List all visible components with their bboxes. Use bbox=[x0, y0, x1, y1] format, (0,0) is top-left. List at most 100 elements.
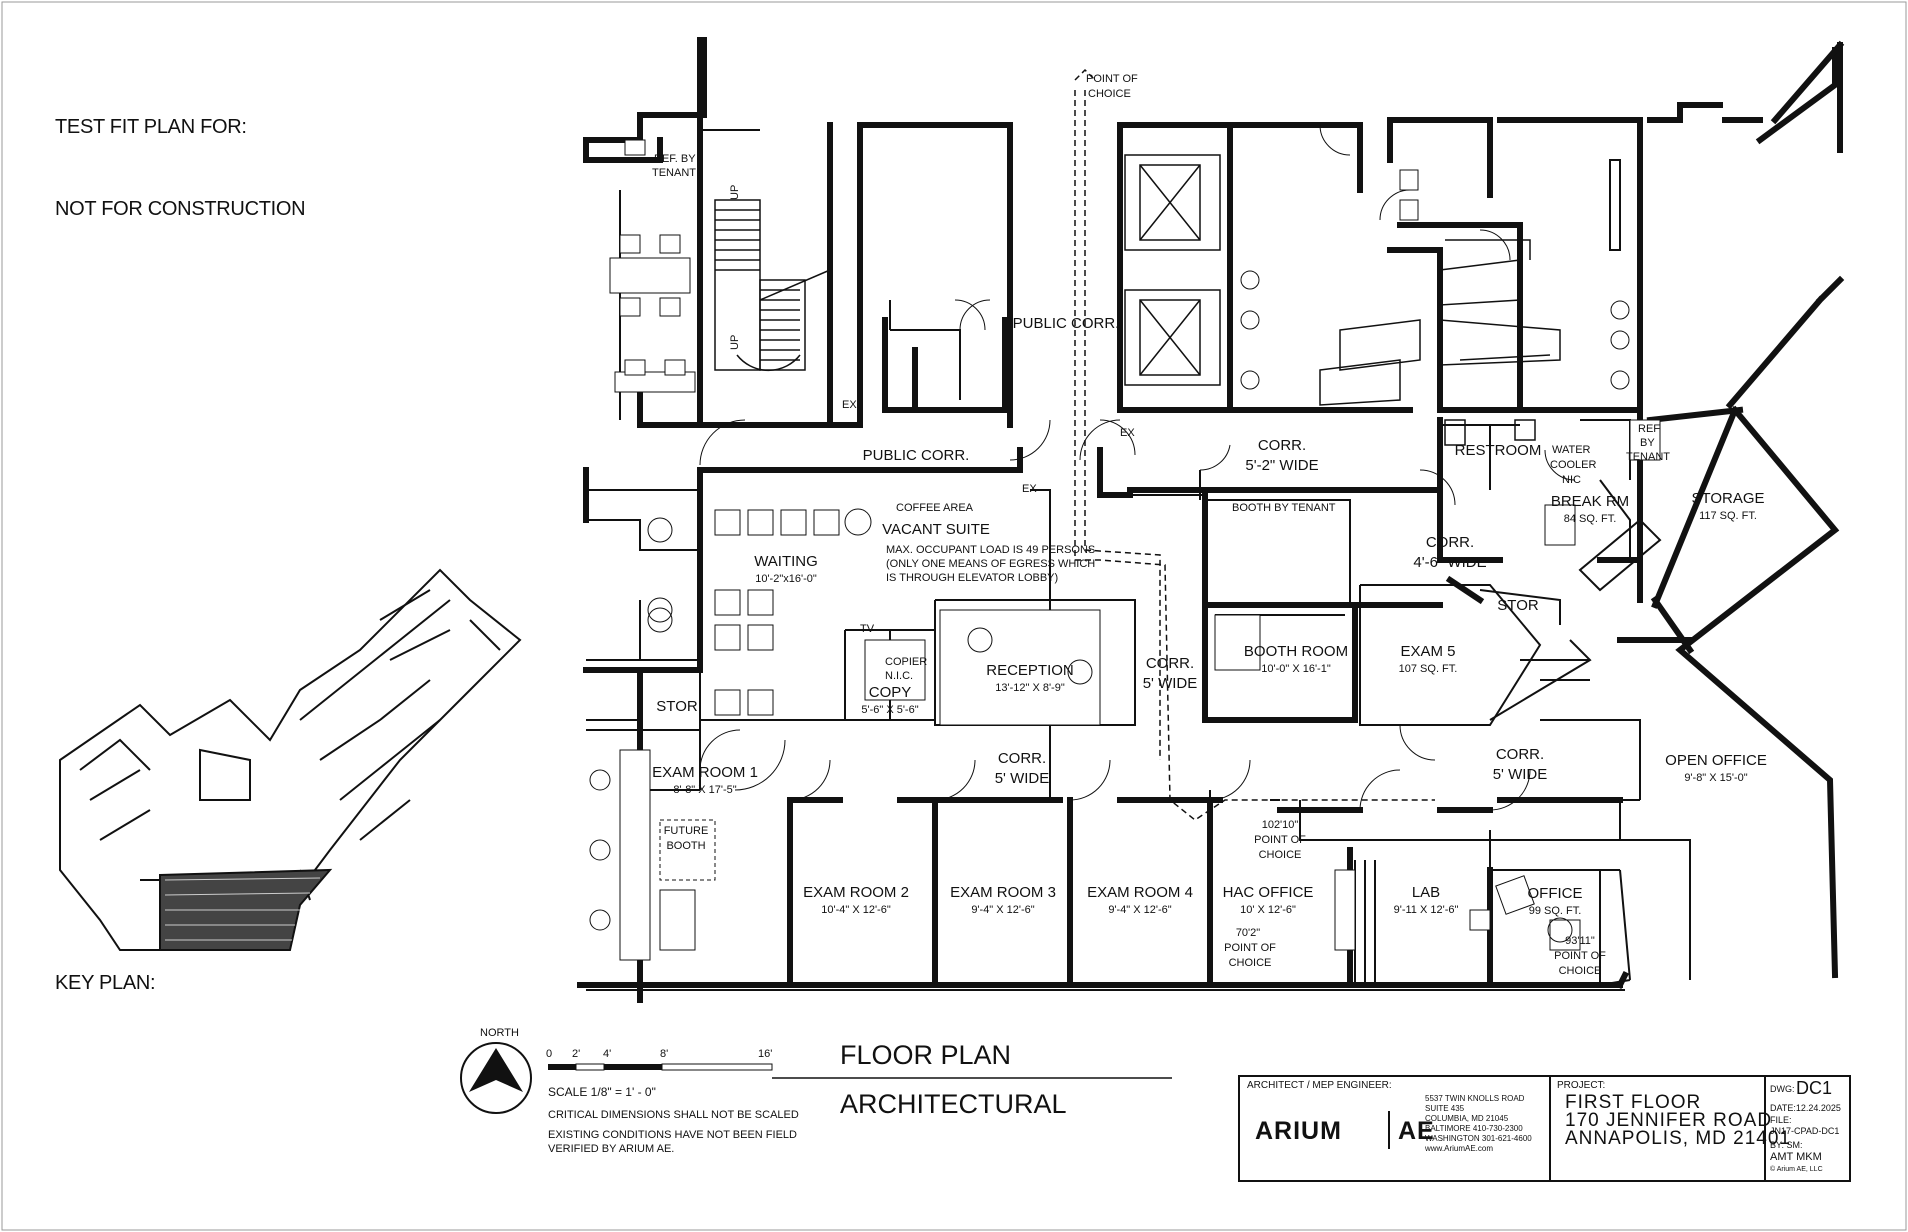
copier-label: COPIER bbox=[885, 656, 927, 668]
address-line: BALTIMORE 410-730-2300 bbox=[1425, 1124, 1523, 1133]
exam-room-1-label: EXAM ROOM 1 bbox=[652, 764, 758, 781]
corridor-dim: 5' WIDE bbox=[1493, 766, 1548, 783]
exam-room-4-dim: 9'-4" X 12'-6" bbox=[1108, 904, 1171, 916]
occupant-note: (ONLY ONE MEANS OF EGRESS WHICH bbox=[886, 558, 1095, 570]
storage-dim: 117 SQ. FT. bbox=[1699, 510, 1757, 522]
address-block: 5537 TWIN KNOLLS ROAD SUITE 435 COLUMBIA… bbox=[1425, 1094, 1532, 1154]
copyright: © Arium AE, LLC bbox=[1770, 1166, 1823, 1173]
corridor-dim: 5'-2" WIDE bbox=[1245, 457, 1318, 474]
point-of-choice-label: CHOICE bbox=[1559, 965, 1602, 977]
project-line: ANNAPOLIS, MD 21401 bbox=[1565, 1128, 1791, 1149]
test-fit-label: TEST FIT PLAN FOR: bbox=[55, 116, 247, 138]
key-plan-label: KEY PLAN: bbox=[55, 972, 156, 994]
existing-note: EXISTING CONDITIONS HAVE NOT BEEN FIELD bbox=[548, 1129, 797, 1141]
project-line: 170 JENNIFER ROAD bbox=[1565, 1110, 1773, 1131]
break-room-dim: 84 SQ. FT. bbox=[1564, 513, 1617, 525]
corridor-dim: 5' WIDE bbox=[995, 770, 1050, 787]
open-office-label: OPEN OFFICE bbox=[1665, 752, 1767, 769]
tv-label: TV bbox=[860, 623, 875, 635]
exam-room-1-dim: 8'-8" X 17'-5" bbox=[673, 784, 736, 796]
occupant-note: IS THROUGH ELEVATOR LOBBY) bbox=[886, 572, 1058, 584]
egress-path bbox=[1074, 68, 1435, 821]
address-line: WASHINGTON 301-621-4600 bbox=[1425, 1134, 1532, 1143]
exam-room-2-dim: 10'-4" X 12'-6" bbox=[821, 904, 891, 916]
scale-tick: 0 bbox=[546, 1048, 552, 1060]
vacant-suite-label: VACANT SUITE bbox=[882, 521, 990, 538]
address-line: COLUMBIA, MD 21045 bbox=[1425, 1114, 1509, 1123]
logo-divider bbox=[1388, 1111, 1390, 1149]
exam5-label: EXAM 5 bbox=[1400, 643, 1455, 660]
scale-tick: 16' bbox=[758, 1048, 772, 1060]
chairs bbox=[589, 270, 1630, 943]
scale-tick: 8' bbox=[660, 1048, 668, 1060]
water-cooler-label: COOLER bbox=[1550, 459, 1597, 471]
restroom-label: RESTROOM bbox=[1455, 442, 1542, 459]
copy-label: COPY bbox=[869, 684, 912, 701]
point-of-choice-label: CHOICE bbox=[1088, 88, 1131, 100]
corridor-dim: 4'-6" WIDE bbox=[1413, 554, 1486, 571]
stair-up-label: UP bbox=[729, 335, 741, 350]
ref-by-tenant-label: BY bbox=[1640, 437, 1655, 449]
stair-up-label: UP bbox=[729, 185, 741, 200]
hac-office-dim: 10' X 12'-6" bbox=[1240, 904, 1296, 916]
not-for-construction-label: NOT FOR CONSTRUCTION bbox=[55, 198, 306, 220]
north-label: NORTH bbox=[480, 1027, 519, 1039]
corridor-label: CORR. bbox=[1146, 655, 1194, 672]
address-line: SUITE 435 bbox=[1425, 1104, 1465, 1113]
divider bbox=[1549, 1077, 1551, 1180]
point-of-choice-label: POINT OF bbox=[1554, 950, 1606, 962]
lab-dim: 9'-11 X 12'-6" bbox=[1394, 904, 1459, 916]
by-values: AMT MKM bbox=[1770, 1151, 1822, 1163]
exam-room-3-dim: 9'-4" X 12'-6" bbox=[971, 904, 1034, 916]
point-of-choice-label: CHOICE bbox=[1229, 957, 1272, 969]
architect-label: ARCHITECT / MEP ENGINEER: bbox=[1247, 1080, 1392, 1091]
point-of-choice-label: POINT OF bbox=[1254, 834, 1306, 846]
reception-label: RECEPTION bbox=[986, 662, 1074, 679]
corridor-label: CORR. bbox=[1496, 746, 1544, 763]
exit-label: EX bbox=[1022, 483, 1037, 495]
water-cooler-label: WATER bbox=[1552, 444, 1591, 456]
public-corr-label: PUBLIC CORR. bbox=[1013, 315, 1120, 332]
copier-label: N.I.C. bbox=[885, 670, 913, 682]
file-label: FILE: bbox=[1770, 1115, 1792, 1125]
existing-note: VERIFIED BY ARIUM AE. bbox=[548, 1143, 674, 1155]
exam5-dim: 107 SQ. FT. bbox=[1399, 663, 1458, 675]
floor-plan-title: FLOOR PLAN bbox=[840, 1040, 1011, 1070]
elevators bbox=[1124, 154, 1221, 386]
ref-by-tenant-label: TENANT bbox=[652, 167, 696, 179]
title-block: ARCHITECT / MEP ENGINEER: ARIUM AE 5537 … bbox=[1238, 1075, 1851, 1182]
point-of-choice-label: 93'11" bbox=[1565, 935, 1595, 947]
stairs bbox=[714, 199, 831, 372]
corridor-dim: 5' WIDE bbox=[1143, 675, 1198, 692]
ref-by-tenant-label: REF. BY bbox=[654, 153, 696, 165]
hac-office-label: HAC OFFICE bbox=[1223, 884, 1314, 901]
office-dim: 99 SQ. FT. bbox=[1529, 905, 1582, 917]
file-name: JN17-CPAD-DC1 bbox=[1770, 1126, 1840, 1136]
room-labels: REF. BY TENANT POINT OF CHOICE PUBLIC CO… bbox=[652, 73, 1767, 977]
north-arrow: NORTH bbox=[460, 1027, 532, 1114]
ref-by-tenant-label: TENANT bbox=[1626, 451, 1670, 463]
date: DATE:12.24.2025 bbox=[1770, 1103, 1841, 1113]
booth-room-label: BOOTH ROOM bbox=[1244, 643, 1348, 660]
corridor-label: CORR. bbox=[1426, 534, 1474, 551]
point-of-choice-label: 102'10" bbox=[1262, 819, 1299, 831]
address-line: 5537 TWIN KNOLLS ROAD bbox=[1425, 1094, 1525, 1103]
point-of-choice-label: POINT OF bbox=[1086, 73, 1138, 85]
logo-ae: AE bbox=[1398, 1117, 1435, 1145]
exit-label: EX bbox=[842, 399, 857, 411]
ref-by-tenant-label: REF bbox=[1638, 423, 1660, 435]
stor-label: STOR bbox=[656, 698, 698, 715]
project-label: PROJECT: bbox=[1557, 1080, 1606, 1091]
booth-room-dim: 10'-0" X 16'-1" bbox=[1261, 663, 1331, 675]
lab-label: LAB bbox=[1412, 884, 1440, 901]
stor-label: STOR bbox=[1497, 597, 1539, 614]
occupant-note: MAX. OCCUPANT LOAD IS 49 PERSONS bbox=[886, 544, 1095, 556]
break-room-label: BREAK RM bbox=[1551, 493, 1629, 510]
open-office-dim: 9'-8" X 15'-0" bbox=[1684, 772, 1747, 784]
public-corr-label: PUBLIC CORR. bbox=[863, 447, 970, 464]
coffee-area-label: COFFEE AREA bbox=[896, 502, 974, 514]
future-booth-label: FUTURE bbox=[664, 825, 709, 837]
project-line: FIRST FLOOR bbox=[1565, 1092, 1702, 1113]
exit-label: EX bbox=[1120, 427, 1135, 439]
reception-dim: 13'-12" X 8'-9" bbox=[995, 682, 1065, 694]
